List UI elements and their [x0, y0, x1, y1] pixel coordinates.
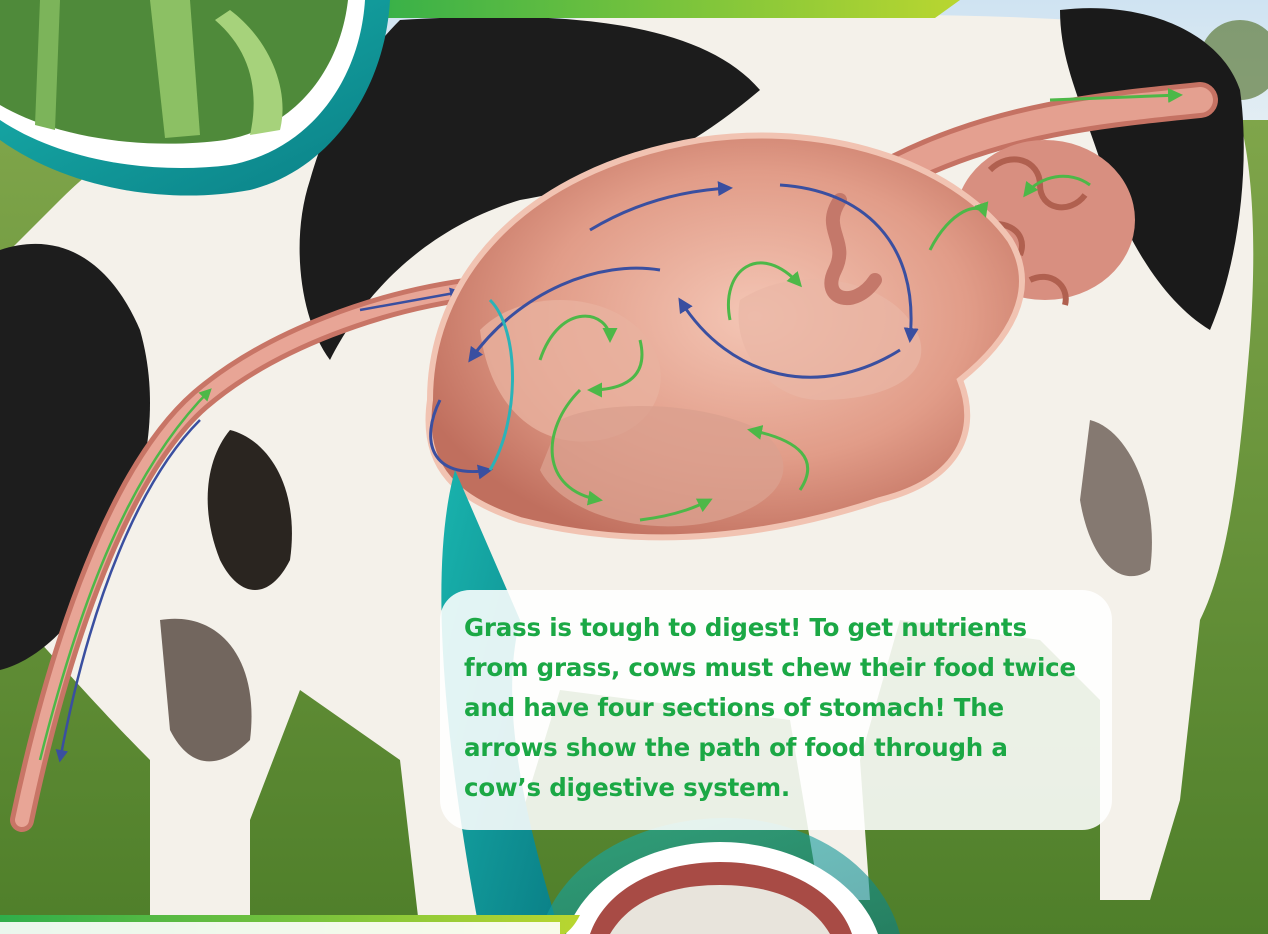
- caption-text: Grass is tough to digest! To get nutrien…: [464, 608, 1092, 808]
- caption-box: Grass is tough to digest! To get nutrien…: [440, 590, 1112, 830]
